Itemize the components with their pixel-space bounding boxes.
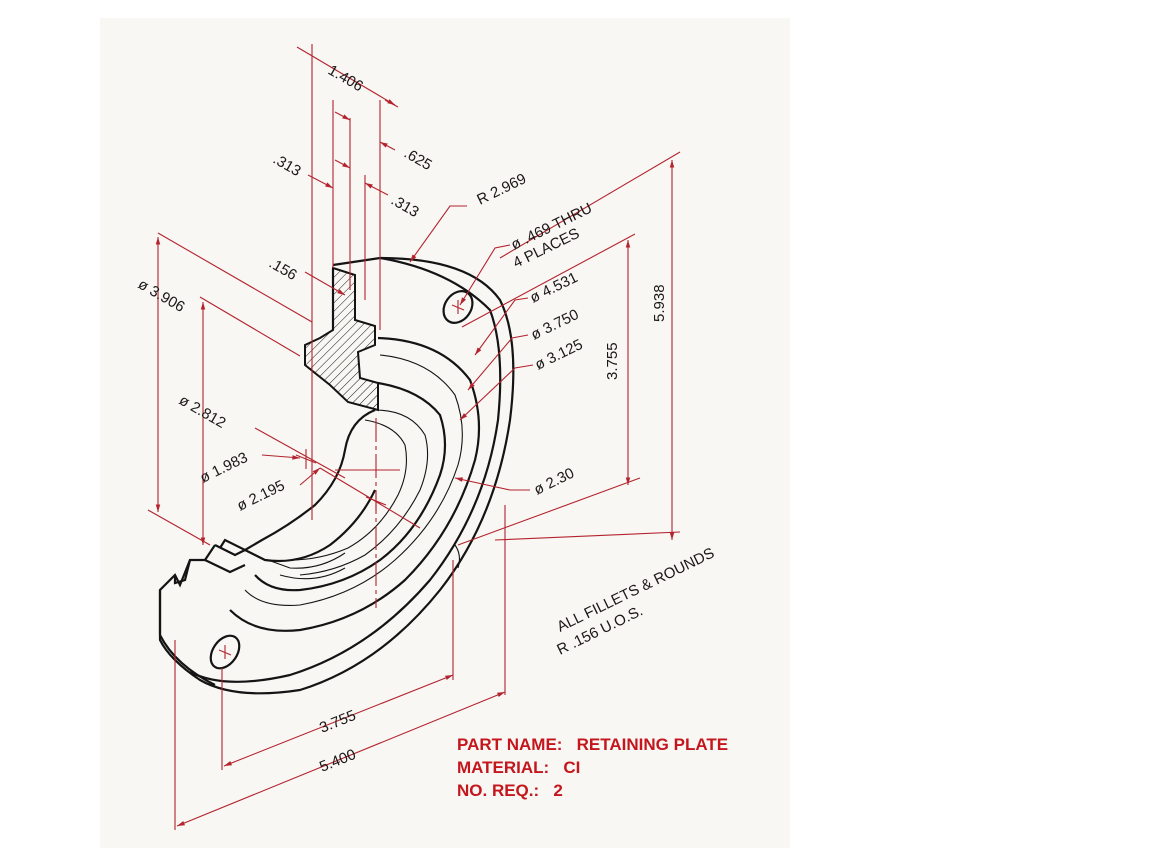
title-block: PART NAME: RETAINING PLATE MATERIAL: CI …: [457, 733, 787, 802]
quantity-row: NO. REQ.: 2: [457, 779, 787, 802]
quantity-label: NO. REQ.:: [457, 781, 549, 800]
dim-d4531: ø 4.531: [527, 269, 580, 307]
dim-156: .156: [266, 255, 300, 284]
dim-v5938: 5.938: [651, 284, 668, 322]
part-name-value: RETAINING PLATE: [576, 735, 729, 754]
dim-d230: ø 2.30: [531, 465, 577, 499]
dim-h5400: 5.400: [317, 746, 358, 776]
material-row: MATERIAL: CI: [457, 756, 787, 779]
dim-313-right: .313: [388, 192, 422, 221]
dim-d2195: ø 2.195: [234, 477, 287, 515]
dim-d2812: ø 2.812: [176, 392, 229, 432]
quantity-value: 2: [553, 781, 563, 800]
dim-d1983: ø 1.983: [197, 449, 250, 487]
material-value: CI: [563, 758, 581, 777]
dim-r2969: R 2.969: [474, 170, 529, 208]
dim-313-left: .313: [270, 151, 304, 180]
dim-d3125: ø 3.125: [532, 336, 585, 374]
dim-1406: 1.406: [325, 62, 366, 95]
material-label: MATERIAL:: [457, 758, 559, 777]
dim-625: .625: [401, 145, 435, 174]
dim-d3906: ø 3.906: [135, 276, 188, 316]
part-name-label: PART NAME:: [457, 735, 572, 754]
dimension-lines: [147, 44, 681, 830]
dim-v3755: 3.755: [604, 342, 621, 380]
part-name-row: PART NAME: RETAINING PLATE: [457, 733, 787, 756]
part-outline: [158, 256, 515, 695]
dim-h3755: 3.755: [317, 707, 358, 737]
